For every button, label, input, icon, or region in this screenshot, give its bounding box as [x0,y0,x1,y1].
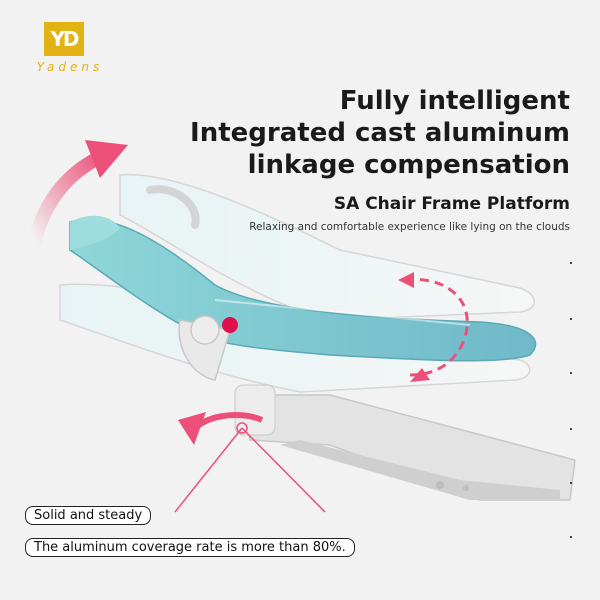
brand-logo: YD Yadens [20,20,120,80]
subhead: SA Chair Frame Platform [333,194,570,214]
headline: Fully intelligent Integrated cast alumin… [190,85,570,181]
margin-tick [570,482,572,484]
logo-mark: YD [44,22,84,56]
margin-tick [570,262,572,264]
headline-line-1: Fully intelligent [339,86,570,116]
logo-wordmark: Yadens [36,60,104,74]
callout-lines [174,422,326,513]
rotation-arrow-icon [28,140,128,247]
chair-seat [69,215,537,381]
base-rotation-arrow-icon [178,412,264,445]
headline-line-2: Integrated cast aluminum [190,118,570,148]
feature-pill-aluminum: The aluminum coverage rate is more than … [25,538,355,557]
margin-tick [570,536,572,538]
motion-loop-arrow-icon [398,272,469,382]
feature-pill-solid: Solid and steady [25,506,152,525]
pivot-point [222,317,238,333]
margin-tick [570,428,572,430]
caption: Relaxing and comfortable experience like… [249,221,570,233]
margin-tick [570,372,572,374]
headline-line-3: linkage compensation [247,150,570,180]
margin-tick [570,318,572,320]
chair-base-frame [234,384,576,501]
